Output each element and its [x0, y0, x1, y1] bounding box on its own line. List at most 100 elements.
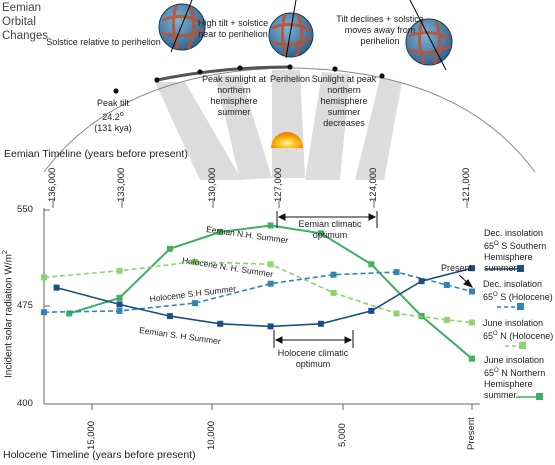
legend-item: Dec. insolation 65O S (Holocene): [483, 279, 555, 303]
data-point: [267, 261, 274, 268]
chart-frame: [43, 208, 480, 405]
data-point: [267, 280, 274, 287]
data-point: [330, 271, 337, 278]
peak-tilt-number: 24.2: [102, 112, 120, 122]
data-point: [317, 230, 324, 237]
legend-item: June insolation 65O N Northern Hemispher…: [484, 355, 554, 401]
peak-tilt-degree: o: [119, 111, 124, 118]
data-point: [418, 278, 425, 285]
eemian-tick: 124,000: [368, 167, 379, 202]
data-point: [217, 320, 224, 327]
data-point: [368, 307, 375, 314]
data-point: [192, 300, 199, 307]
legend-degree: O: [493, 331, 498, 337]
legend-label-rest: N (Holocene): [497, 331, 554, 341]
eemian-tick: 121,000: [461, 167, 472, 202]
series-line: [43, 271, 473, 313]
series-layer: [41, 222, 475, 362]
globe-icon: [268, 0, 314, 59]
sunlight-decreases-annotation: Sunlight at peak northern hemisphere sum…: [311, 74, 377, 128]
data-point: [393, 310, 400, 317]
data-point: [469, 265, 475, 272]
perihelion-annotation: Perihelion: [269, 74, 311, 84]
data-point: [267, 222, 274, 229]
x-tick-label: 15,000: [86, 420, 97, 450]
eemian-timeline-label: Eemian Timeline (years before present): [4, 148, 188, 160]
data-point: [469, 288, 475, 295]
data-point: [116, 267, 123, 274]
data-point: [166, 245, 173, 252]
y-tick-label: 475: [17, 300, 33, 311]
data-point: [469, 355, 475, 362]
data-point: [116, 301, 123, 308]
x-tick-marks: [91, 404, 473, 410]
x-axis-label: Holocene Timeline (years before present): [3, 449, 196, 461]
y-axis-unit-sup: 2: [2, 250, 9, 255]
eemian-optimum-label: Eemian climatic optimum: [298, 219, 362, 240]
eemian-tick: 136,000: [47, 167, 58, 202]
diagram-title: Eemian Orbital Changes: [2, 2, 49, 42]
data-point: [116, 307, 123, 314]
data-point: [443, 316, 450, 323]
eemian-tick: 133,000: [116, 167, 127, 202]
sun-icon: [271, 132, 303, 148]
data-point: [166, 313, 173, 320]
legend-degree: O: [494, 368, 499, 374]
series-line: [68, 224, 473, 360]
legend-item: Dec. insolation 65O S Southern Hemispher…: [484, 228, 554, 274]
eemian-tick-marks: [52, 200, 468, 208]
peak-tilt-value: 24.2o: [88, 109, 138, 123]
holocene-optimum-label: Holocene climatic optimum: [277, 348, 349, 369]
x-tick-label: Present: [466, 417, 477, 450]
data-point: [330, 289, 337, 296]
eemian-tick: 130,000: [207, 167, 218, 202]
legend-label-rest: N Northern Hemisphere summer: [484, 368, 546, 400]
data-point: [66, 310, 73, 317]
present-arrow: [458, 274, 474, 288]
peak-tilt-label: Peak tilt: [96, 98, 129, 108]
y-tick-label: 400: [17, 398, 33, 409]
legend-item: June insolation 65O N (Holocene): [483, 318, 555, 342]
data-point: [41, 309, 47, 316]
tilt-declines-annotation: Tilt declines + solstice moves away from…: [336, 14, 424, 46]
legend-label: Dec. insolation 65: [483, 279, 543, 302]
x-tick-label: 5,000: [337, 423, 348, 447]
series-line: [43, 260, 473, 324]
data-point: [368, 261, 375, 268]
holocene-optimum-bracket: [273, 330, 354, 348]
legend-label: June insolation 65: [484, 355, 545, 378]
peak-tilt-annotation: Peak tilt 24.2o (131 kya): [88, 98, 138, 134]
series-3: [53, 265, 475, 330]
data-point: [267, 323, 274, 330]
data-point: [393, 269, 400, 276]
legend-label: Dec. insolation 65: [484, 228, 544, 251]
globe-icon: [158, 0, 206, 53]
data-point: [116, 294, 123, 301]
peak-tilt-kya: (131 kya): [94, 123, 132, 133]
data-point: [53, 284, 60, 291]
data-point: [192, 258, 199, 265]
orbit-highlight: [156, 65, 291, 82]
y-axis-label: Incident solar radiation W/m2: [2, 250, 14, 378]
present-annotation: Present: [441, 263, 473, 273]
data-point: [217, 229, 224, 235]
legend-degree: O: [493, 292, 498, 298]
data-point: [443, 282, 450, 288]
data-point: [41, 274, 47, 281]
legend-label-rest: S Southern Hemisphere summer: [484, 241, 547, 273]
peak-sunlight-annotation: Peak sunlight at northern hemisphere sum…: [201, 74, 267, 117]
y-axis-title: Incident solar radiation W/m: [3, 254, 15, 378]
high-tilt-annotation: High tilt + solstice near to perihelion: [197, 18, 269, 39]
orbit-points: [113, 64, 385, 94]
legend-label-rest: S (Holocene): [497, 292, 553, 302]
eemian-tick: 127,000: [273, 167, 284, 202]
series-2: [41, 269, 475, 316]
solstice-annotation: Solstice relative to perihelion: [46, 37, 161, 47]
globe-icon: [405, 0, 453, 71]
data-point: [469, 319, 475, 326]
y-tick-label: 550: [17, 204, 33, 215]
legend-label: June insolation 65: [483, 318, 544, 341]
legend-swatches: [485, 265, 543, 400]
light-beams: [155, 70, 402, 180]
